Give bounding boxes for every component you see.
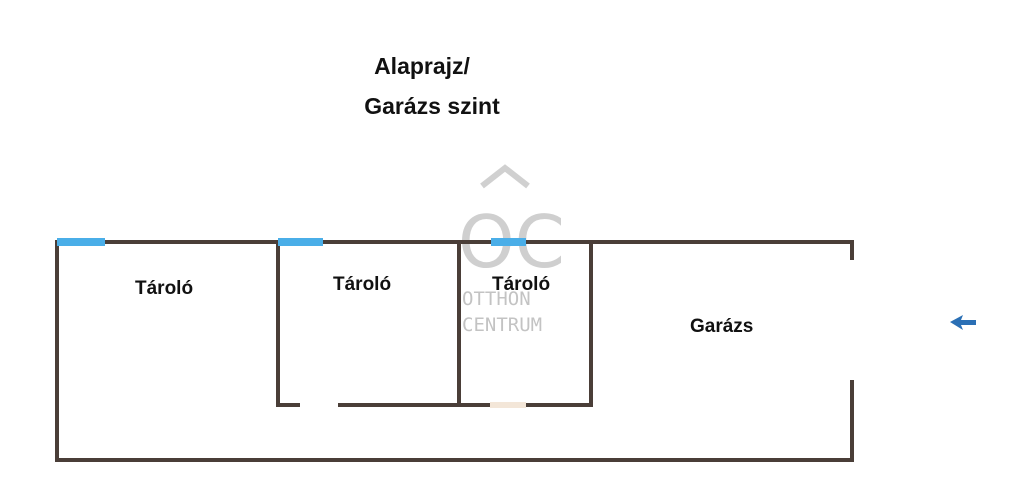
wall-segment bbox=[276, 240, 300, 407]
window bbox=[57, 238, 105, 246]
room-label-garage: Garázs bbox=[690, 316, 753, 337]
watermark-line1: OTTHON bbox=[462, 288, 531, 310]
plan-title: Alaprajz/ bbox=[374, 53, 470, 79]
window bbox=[278, 238, 323, 246]
wall-segment bbox=[524, 240, 593, 407]
room-label-storage-1: Tároló bbox=[135, 278, 193, 299]
watermark-line2: CENTRUM bbox=[462, 314, 542, 336]
arrow-left-icon bbox=[950, 315, 976, 330]
plan-subtitle: Garázs szint bbox=[364, 93, 500, 119]
walls bbox=[55, 240, 854, 462]
otthon-centrum-watermark: OC OTTHON CENTRUM bbox=[458, 164, 565, 336]
window bbox=[491, 238, 526, 246]
room-label-storage-3: Tároló bbox=[492, 274, 550, 295]
door-opening bbox=[490, 402, 526, 408]
windows bbox=[57, 238, 526, 246]
room-label-storage-2: Tároló bbox=[333, 274, 391, 295]
outer-wall bbox=[55, 240, 854, 462]
